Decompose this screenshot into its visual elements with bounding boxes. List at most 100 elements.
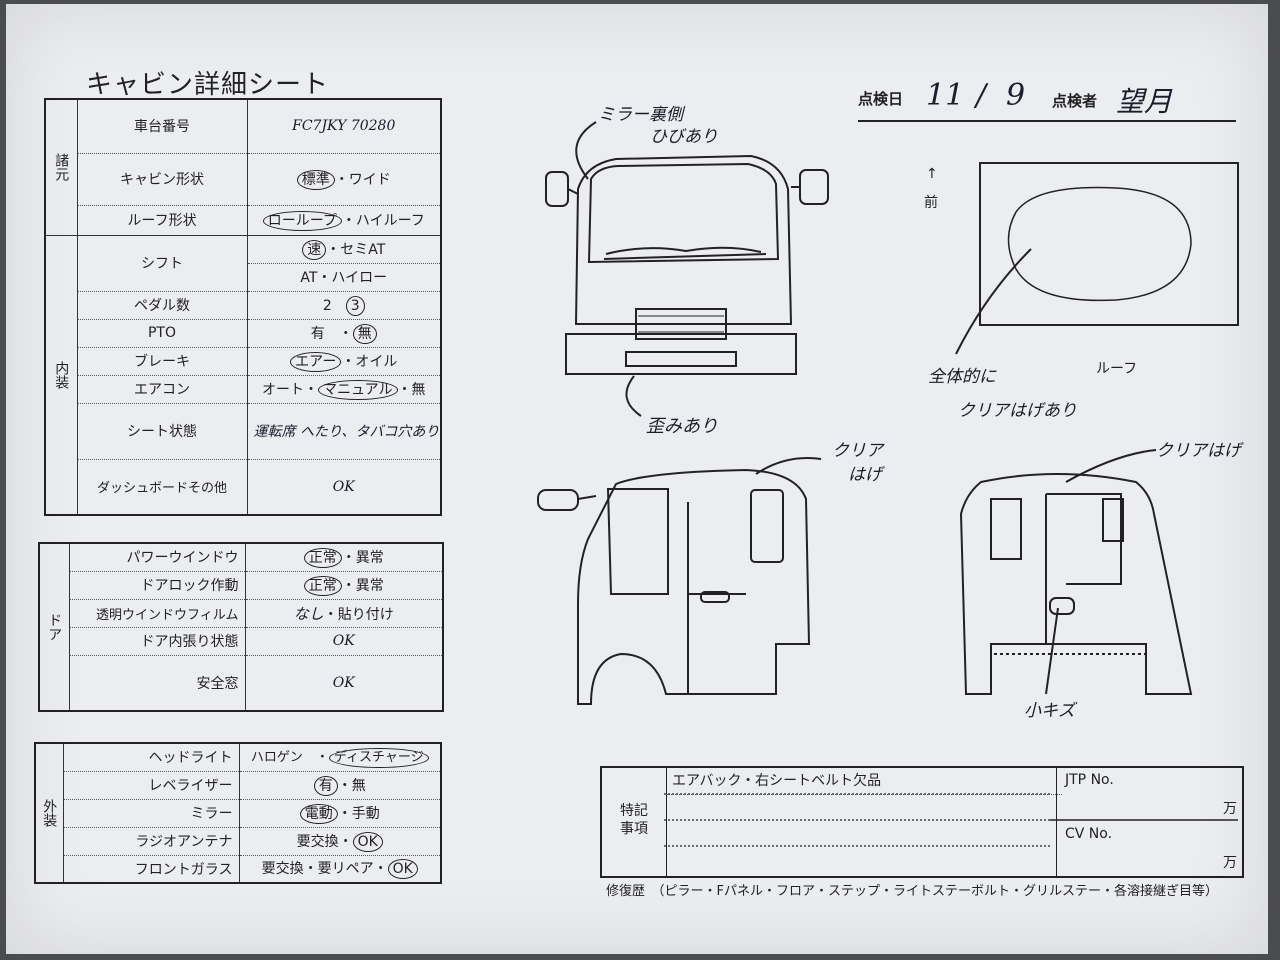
roof-shape-value: ローループ・ハイルーフ (247, 205, 442, 236)
shift-value-2: AT・ハイロー (247, 263, 442, 292)
pto-label: PTO (77, 319, 248, 348)
exterior-table: 外装 ヘッドライト ハロゲン ・ディスチャージ レベライザー 有・無 ミラー 電… (34, 742, 442, 884)
front-note-crack: ひびあり (650, 127, 718, 147)
exterior-section-label: 外装 (35, 743, 64, 884)
door-trim-value: OK (245, 627, 444, 656)
shift-value-1: 速・セミAT (247, 235, 442, 264)
dashboard-label: ダッシュボードその他 (77, 459, 248, 516)
brake-label: ブレーキ (77, 347, 248, 376)
leveler-selected: 有 (313, 775, 338, 796)
leveler-value: 有・無 (239, 771, 442, 800)
shift-selected: 速 (302, 239, 327, 260)
window-film-selected: なし (293, 604, 324, 623)
notes-label: 特記事項 (602, 768, 667, 876)
antenna-selected: OK (352, 831, 383, 852)
power-window-selected: 正常 (303, 547, 342, 568)
mirror-leader (575, 121, 597, 180)
headlight-value: ハロゲン ・ディスチャージ (239, 743, 442, 772)
seat-condition-label: シート状態 (77, 403, 248, 460)
door-lock-option: ・異常 (341, 577, 384, 594)
side-clear-leader (755, 457, 822, 475)
aircon-option-auto: オート・ (261, 381, 318, 398)
notes-line-1: エアバック・右シートベルト欠品 (666, 768, 1062, 795)
windshield-value: 要交換・要リペア・OK (239, 855, 442, 884)
cabin-shape-option: ・ワイド (334, 171, 391, 188)
date-day: 9 (1006, 78, 1026, 113)
mirror-value: 電動・手動 (239, 799, 442, 828)
rear-note-clear: クリアはげ (1156, 441, 1241, 461)
cabin-shape-label: キャビン形状 (77, 153, 248, 206)
door-lock-selected: 正常 (303, 575, 342, 596)
inspector-label: 点検者 (1052, 92, 1098, 110)
antenna-label: ラジオアンテナ (63, 827, 240, 856)
roof-label: ルーフ (1096, 361, 1138, 377)
window-film-value: なし・貼り付け (245, 599, 444, 628)
cabin-shape-selected: 標準 (296, 169, 335, 190)
front-note-dent: 歪みあり (646, 416, 718, 437)
aircon-label: エアコン (77, 375, 248, 404)
brake-value: エアー・オイル (247, 347, 442, 376)
chassis-number-value: FC7JKY 70280 (247, 99, 442, 154)
door-section-label: ドア (39, 543, 70, 712)
jtp-label: JTP No. (1065, 772, 1114, 788)
cab-diagrams (537, 121, 1239, 847)
spec-interior-table: 諸元 車台番号 FC7JKY 70280 キャビン形状 標準・ワイド ルーフ形状… (44, 98, 442, 516)
date-separator: / (976, 78, 987, 113)
window-film-option: ・貼り付け (323, 606, 394, 623)
power-window-value: 正常・異常 (245, 543, 444, 572)
power-window-label: パワーウインドウ (69, 543, 246, 572)
sheet-title: キャビン詳細シート (86, 70, 330, 100)
front-note-mirror: ミラー裏側 (598, 105, 683, 125)
jtp-number-field: JTP No. 万 (1056, 768, 1243, 822)
cv-unit: 万 (1223, 855, 1237, 871)
pedal-count-label: ペダル数 (77, 291, 248, 320)
windshield-option: 要交換・要リペア・ (261, 861, 388, 878)
cabin-shape-value: 標準・ワイド (247, 153, 442, 206)
front-view-drawing (545, 154, 829, 375)
leveler-label: レベライザー (63, 771, 240, 800)
windshield-label: フロントガラス (63, 855, 240, 884)
chassis-number-label: 車台番号 (77, 99, 248, 154)
brake-selected: エアー (290, 351, 342, 372)
door-lock-value: 正常・異常 (245, 571, 444, 600)
aircon-value: オート・マニュアル・無 (247, 375, 442, 404)
power-window-option: ・異常 (341, 549, 384, 566)
inspection-sheet: キャビン詳細シート 点検日 11 / 9 点検者 望月 諸元 車台番号 FC7J… (6, 4, 1268, 954)
header-line (858, 84, 1236, 122)
seat-condition-value: 運転席 へたり、タバコ穴あり (247, 403, 442, 460)
antenna-value: 要交換・OK (239, 827, 442, 856)
front-direction-label: 前 (924, 195, 938, 211)
windshield-selected: OK (387, 859, 418, 880)
aircon-option-none: ・無 (397, 381, 426, 398)
inspector-name: 望月 (1116, 85, 1173, 118)
rear-clear-leader (1065, 449, 1157, 483)
repair-history-line: 修復歴 （ピラー・Fパネル・フロア・ステップ・ライトステーボルト・グリルステー・… (606, 884, 1218, 899)
pto-selected: 無 (352, 323, 377, 344)
rear-scratch-leader (1045, 607, 1059, 695)
headlight-option-halogen: ハロゲン ・ (250, 750, 329, 766)
side-note-clear: クリア (832, 441, 883, 461)
safety-window-value: OK (245, 655, 444, 712)
front-dent-leader (625, 375, 642, 417)
side-note-peel: はげ (848, 465, 882, 485)
safety-window-label: 安全窓 (69, 655, 246, 712)
brake-option-oil: ・オイル (341, 353, 398, 370)
interior-section-label: 内装 (45, 235, 78, 516)
roof-note-1: 全体的に (928, 367, 996, 387)
antenna-option: 要交換・ (296, 833, 353, 850)
shift-option-semiat: ・セミAT (326, 241, 386, 258)
jtp-unit: 万 (1223, 801, 1237, 817)
roof-leader (955, 248, 1032, 355)
leveler-option: ・無 (337, 777, 366, 794)
cv-number-field: CV No. 万 (1056, 822, 1243, 876)
spec-section-label: 諸元 (45, 99, 78, 236)
side-view-drawing (537, 468, 811, 705)
window-film-label: 透明ウインドウフィルム (69, 599, 246, 628)
pedal-option-2: 2 (322, 297, 332, 314)
door-table: ドア パワーウインドウ 正常・異常 ドアロック作動 正常・異常 透明ウインドウフ… (38, 542, 444, 712)
date-label: 点検日 (858, 90, 904, 108)
dashboard-value: OK (247, 459, 442, 516)
pedal-selected-3: 3 (345, 295, 365, 316)
mirror-label: ミラー (63, 799, 240, 828)
rear-note-scratch: 小キズ (1024, 701, 1075, 721)
